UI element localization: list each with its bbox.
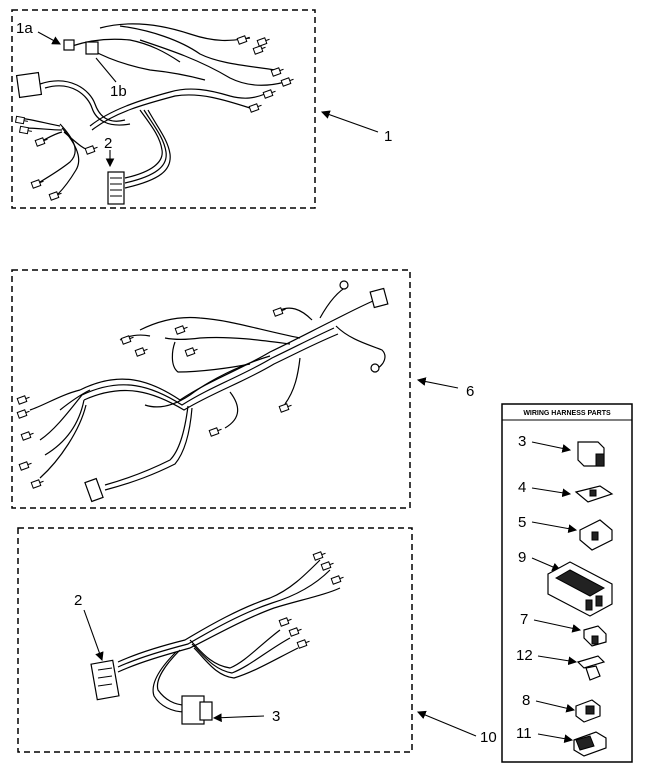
svg-text:4: 4 (518, 479, 526, 496)
harness-10-wires (117, 559, 341, 713)
harness-1-group: 1a 1b 2 1 (11, 9, 392, 209)
part-11: 11 (516, 725, 607, 757)
part-4: 4 (518, 479, 614, 503)
svg-text:9: 9 (518, 549, 526, 566)
parts-panel: WIRING HARNESS PARTS 3 4 5 9 (501, 403, 633, 763)
harness-6-group: 6 (11, 269, 474, 509)
harness-6-box (11, 269, 411, 509)
harness-10-connectors (90, 549, 346, 725)
harness-1-connectors (15, 33, 296, 205)
svg-text:7: 7 (520, 611, 528, 628)
harness-10-box (17, 527, 413, 753)
svg-text:5: 5 (518, 514, 526, 531)
callout-1: 1 (384, 128, 392, 145)
parts-panel-title: WIRING HARNESS PARTS (523, 410, 611, 417)
callout-2-top: 2 (104, 135, 112, 152)
part-5: 5 (518, 514, 613, 551)
svg-text:11: 11 (516, 725, 532, 742)
harness-10-group: 2 3 10 (17, 527, 497, 753)
svg-text:12: 12 (516, 647, 533, 664)
harness-6-connectors (16, 280, 389, 503)
callout-2-bottom: 2 (74, 592, 82, 609)
svg-text:8: 8 (522, 692, 530, 709)
callout-1a: 1a (16, 20, 33, 37)
part-3: 3 (518, 433, 605, 467)
callout-1b: 1b (110, 83, 127, 100)
part-9: 9 (518, 549, 613, 617)
harness-1-box (11, 9, 316, 209)
harness-1-wires (19, 23, 286, 195)
part-12: 12 (516, 647, 606, 681)
callout-10: 10 (480, 729, 497, 746)
callout-3-bottom: 3 (272, 708, 280, 725)
harness-6-wires (29, 285, 386, 491)
callout-6: 6 (466, 383, 474, 400)
part-7: 7 (520, 611, 607, 647)
svg-text:3: 3 (518, 433, 526, 450)
part-8: 8 (522, 692, 601, 723)
